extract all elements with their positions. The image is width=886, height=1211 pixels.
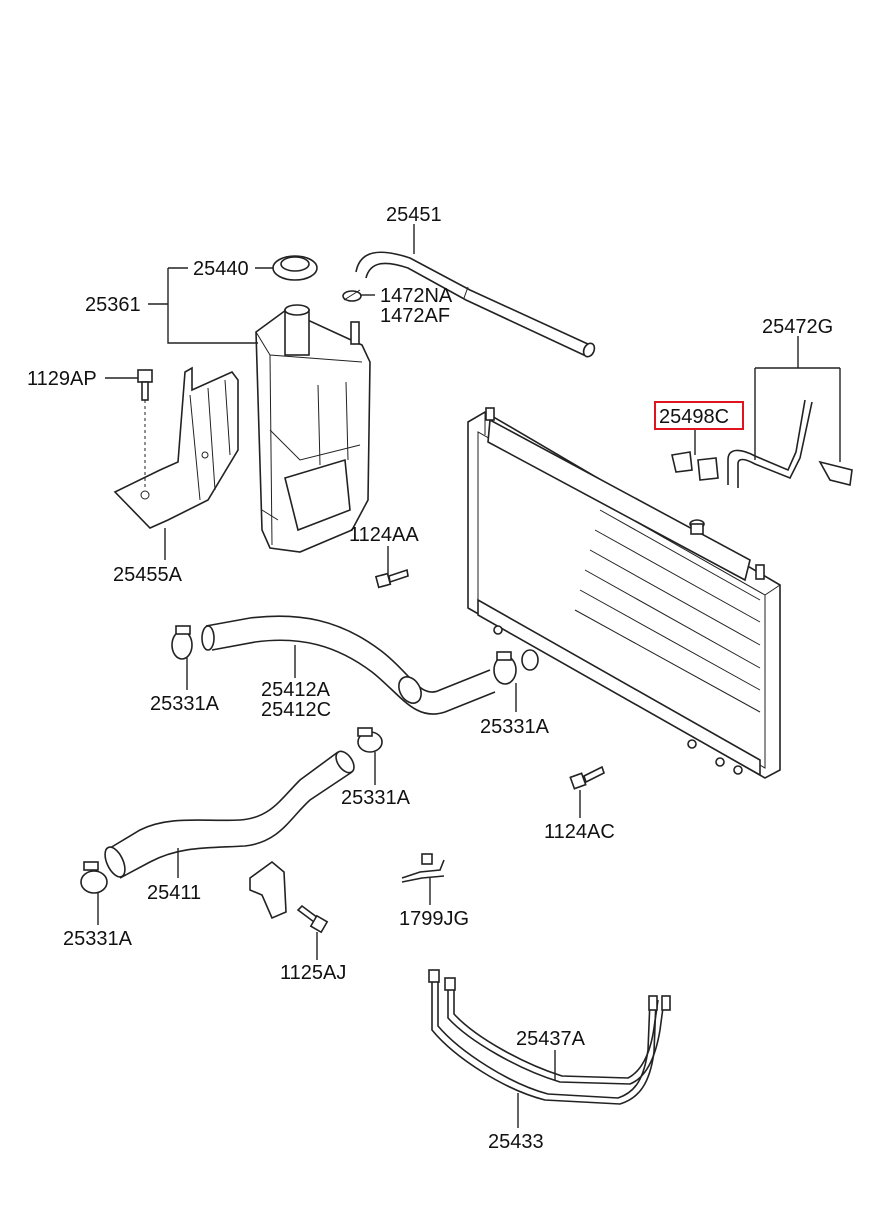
bolt-1124AC[interactable]	[569, 765, 605, 790]
label-25412C: 25412C	[261, 699, 331, 721]
overflow-hose-25451[interactable]	[355, 251, 596, 358]
label-25331A-3: 25331A	[341, 787, 411, 809]
bolt-1129AP[interactable]	[137, 369, 153, 490]
label-25433: 25433	[488, 1131, 544, 1153]
hose-clamp-25331A-2[interactable]	[493, 651, 517, 685]
label-1129AP: 1129AP	[27, 368, 97, 390]
oil-cooler-hose-25433[interactable]	[428, 969, 658, 1105]
label-25455A: 25455A	[113, 564, 183, 586]
label-25331A-2: 25331A	[480, 716, 550, 738]
hose-clamp-25498C[interactable]	[671, 451, 719, 481]
wire-clip-1799JG[interactable]	[401, 853, 445, 883]
coolant-reservoir-tank[interactable]	[255, 304, 371, 553]
label-1799JG: 1799JG	[399, 908, 469, 930]
bracket-1125AJ[interactable]	[249, 860, 329, 934]
label-25451: 25451	[386, 204, 442, 226]
label-25331A-4: 25331A	[63, 928, 133, 950]
hose-clamp-25331A-4[interactable]	[80, 861, 108, 894]
hose-clamp-25331A-3[interactable]	[357, 727, 383, 753]
upper-radiator-hose-25412A[interactable]	[201, 615, 496, 715]
label-1472AF: 1472AF	[380, 305, 450, 327]
radiator-assembly[interactable]	[467, 407, 781, 779]
leader-lines	[97, 224, 841, 1128]
label-25472G: 25472G	[762, 316, 833, 338]
label-25331A-1: 25331A	[150, 693, 220, 715]
label-25437A: 25437A	[516, 1028, 586, 1050]
hose-clamp-25331A-1[interactable]	[171, 625, 193, 660]
label-1125AJ: 1125AJ	[280, 962, 346, 984]
label-25498C: 25498C	[659, 406, 729, 428]
hose-clip-1472NA[interactable]	[342, 289, 362, 302]
reservoir-cap-25440[interactable]	[272, 255, 318, 281]
label-25361: 25361	[85, 294, 141, 316]
oil-cooler-line-25472G[interactable]	[727, 399, 853, 488]
label-1124AA: 1124AA	[349, 524, 419, 546]
label-25440: 25440	[193, 258, 249, 280]
label-1472NA: 1472NA	[380, 285, 453, 307]
label-25412A: 25412A	[261, 679, 331, 701]
label-25411: 25411	[147, 882, 201, 904]
lower-radiator-hose-25411[interactable]	[101, 748, 358, 880]
reservoir-bracket-25455A[interactable]	[113, 366, 239, 529]
highlight-box-25498C	[654, 401, 744, 430]
label-1124AC: 1124AC	[544, 821, 615, 843]
bolt-1124AA[interactable]	[374, 568, 409, 589]
